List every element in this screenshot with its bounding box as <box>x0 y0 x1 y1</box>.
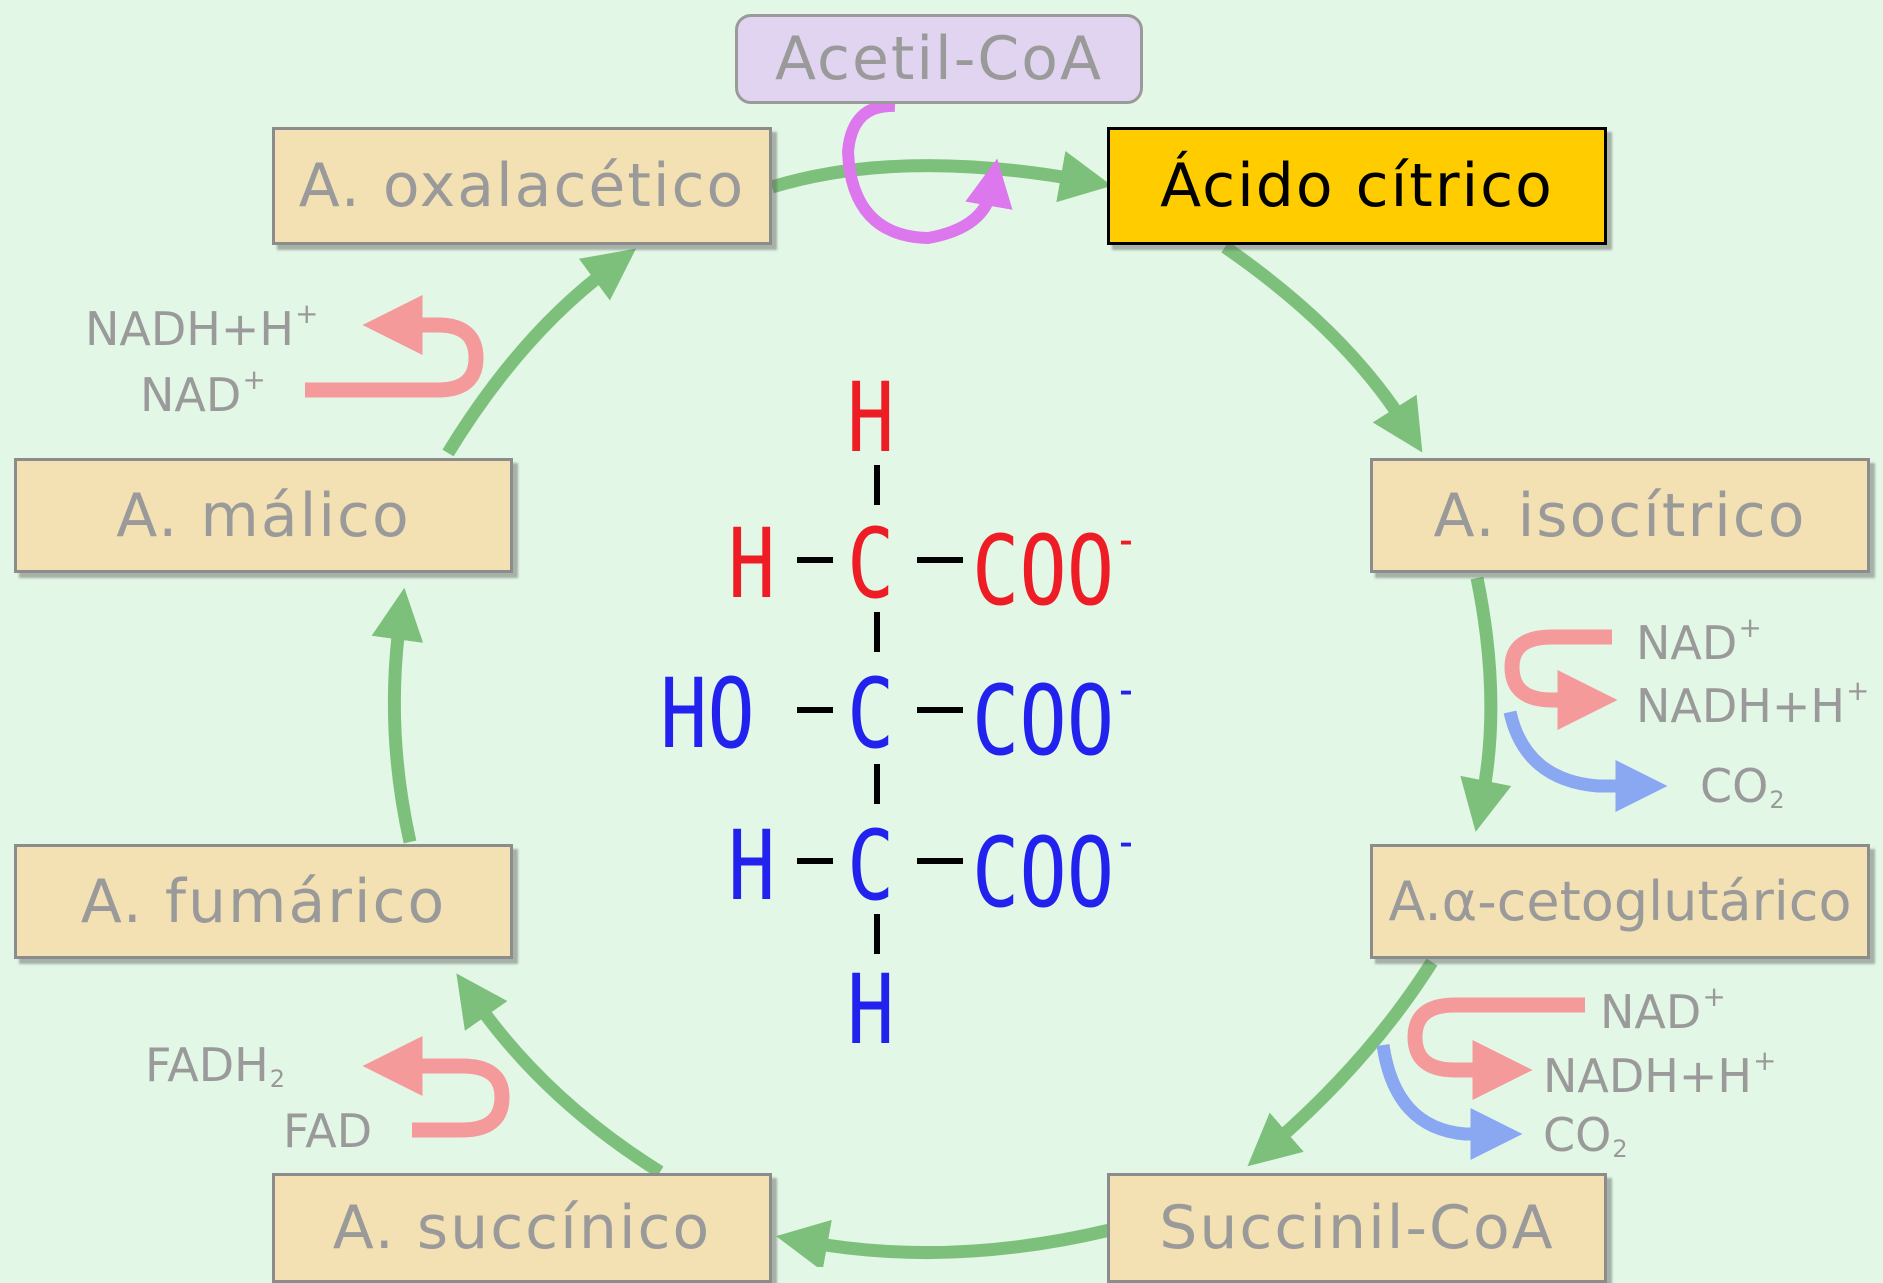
structure-top-h: H <box>847 362 895 474</box>
arrow-fumarico-to-malico <box>371 587 424 844</box>
bond-row1-left <box>797 557 833 563</box>
isocitrico-label: A. isocítrico <box>1433 480 1807 551</box>
arrow-nad-to-nadh-isocitrico <box>1504 629 1618 730</box>
co2-label-isocitrico: CO2 <box>1700 759 1785 814</box>
arrow-co2-isocitrico <box>1503 710 1668 812</box>
structure-row3-coo: COO- <box>972 814 1138 929</box>
arrow-nad-to-nadh-cetoglutarico <box>1407 997 1585 1100</box>
nad-label-isocitrico: NAD+ <box>1636 611 1762 670</box>
structure-row2-coo: COO- <box>972 662 1138 777</box>
bond-row3-left <box>797 858 833 864</box>
isocitrico-box: A. isocítrico <box>1370 458 1870 573</box>
arrow-cetoglutarico-to-succinil <box>1247 958 1438 1167</box>
bond-row2-left <box>797 707 833 713</box>
fad-label: FAD <box>283 1104 373 1158</box>
citrico-box: Ácido cítrico <box>1107 127 1607 245</box>
cetoglutarico-label: A.α-cetoglutárico <box>1388 870 1852 933</box>
structure-bottom-h: H <box>847 954 895 1066</box>
malico-box: A. málico <box>14 458 513 573</box>
nadh-label-cetoglutarico: NADH+H+ <box>1543 1044 1777 1103</box>
cetoglutarico-box: A.α-cetoglutárico <box>1370 844 1870 959</box>
arrow-co2-cetoglutarico <box>1376 1044 1523 1160</box>
bond-row1-right <box>917 557 963 563</box>
arrow-citrico-to-isocitrico <box>1221 241 1423 453</box>
arrow-acetyl-coa-entry <box>841 99 1013 245</box>
structure-row1-h: H <box>728 508 776 620</box>
arrow-oxalacetico-to-citrico <box>770 150 1112 203</box>
bond-row3-right <box>917 858 963 864</box>
structure-row2-c: C <box>847 658 895 770</box>
arrow-succinil-to-succinico <box>776 1219 1112 1267</box>
bond-vertical-2 <box>874 612 880 652</box>
co2-label-cetoglutarico: CO2 <box>1543 1108 1628 1163</box>
structure-row1-c: C <box>847 508 895 620</box>
malico-label: A. málico <box>116 480 411 551</box>
nad-label-cetoglutarico: NAD+ <box>1600 980 1726 1039</box>
acetyl-coa-label: Acetil-CoA <box>774 24 1104 94</box>
bond-vertical-4 <box>874 914 880 954</box>
citrico-label: Ácido cítrico <box>1160 151 1554 221</box>
oxalacetico-box: A. oxalacético <box>272 127 772 245</box>
arrow-fad-to-fadh2 <box>362 1036 510 1138</box>
bond-vertical-3 <box>874 764 880 804</box>
structure-row1-coo: COO- <box>972 512 1138 627</box>
nadh-label-isocitrico: NADH+H+ <box>1636 674 1870 733</box>
structure-row3-h: H <box>728 810 776 922</box>
fadh2-label: FADH2 <box>145 1038 285 1093</box>
succinico-label: A. succínico <box>332 1193 712 1263</box>
oxalacetico-label: A. oxalacético <box>298 151 746 221</box>
nadh-label-malico: NADH+H+ <box>85 297 319 356</box>
succinil-coa-label: Succinil-CoA <box>1159 1193 1555 1263</box>
nad-label-malico: NAD+ <box>140 363 266 422</box>
bond-vertical-1 <box>874 465 880 505</box>
arrow-succinico-to-fumarico <box>456 973 664 1178</box>
arrow-malico-to-oxalacetico <box>442 248 637 457</box>
fumarico-box: A. fumárico <box>14 844 513 959</box>
structure-row3-c: C <box>847 810 895 922</box>
acetyl-coa-box: Acetil-CoA <box>735 14 1143 104</box>
structure-row2-ho: HO <box>660 658 755 770</box>
succinico-box: A. succínico <box>272 1173 772 1283</box>
bond-row2-right <box>917 707 963 713</box>
fumarico-label: A. fumárico <box>80 866 447 937</box>
arrow-isocitrico-to-cetoglutarico <box>1460 576 1512 832</box>
arrow-nad-to-nadh-malico <box>305 295 484 398</box>
